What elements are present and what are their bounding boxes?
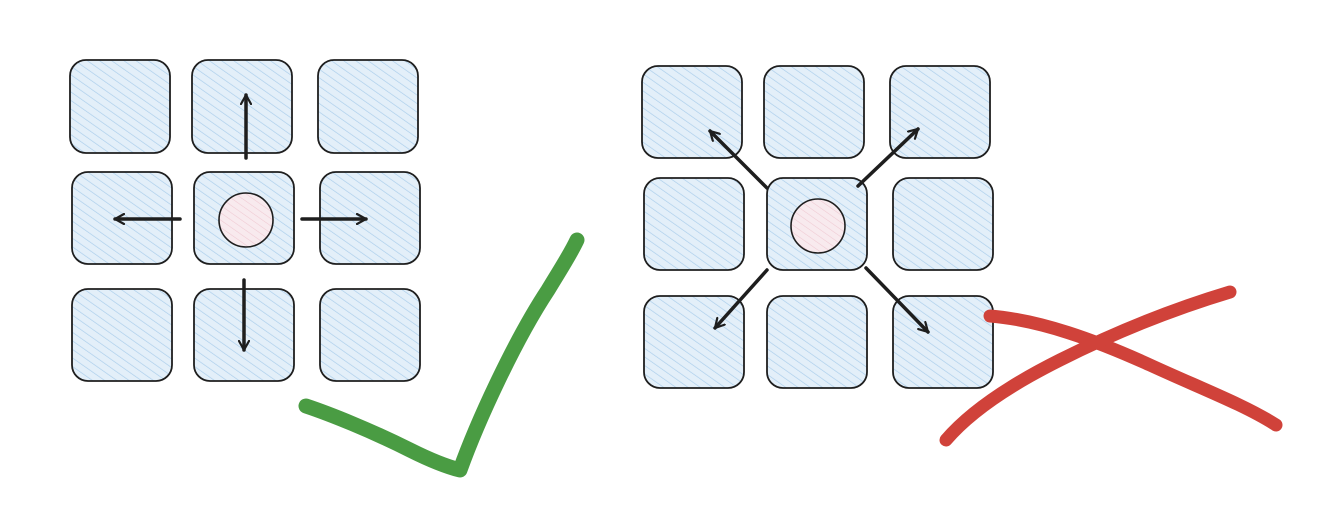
arrow-down-left xyxy=(713,268,769,330)
center-marker xyxy=(218,192,274,248)
grid-tile xyxy=(892,177,994,271)
grid-tile xyxy=(191,59,293,154)
arrow-down-right xyxy=(864,266,930,334)
grid-tile xyxy=(317,59,419,154)
left-grid xyxy=(69,59,421,382)
grid-tile xyxy=(319,288,421,382)
arrow-up-left xyxy=(708,129,769,190)
cross-stroke xyxy=(983,309,1283,432)
grid-tile xyxy=(889,65,991,159)
grid-tile xyxy=(763,65,865,159)
arrow-up-right xyxy=(856,127,920,188)
grid-tile xyxy=(71,288,173,382)
right-grid xyxy=(641,65,994,389)
grid-tile xyxy=(892,295,994,389)
grid-tile xyxy=(766,295,868,389)
cross-icon xyxy=(939,285,1283,447)
grid-tile xyxy=(641,65,743,159)
grid-tile xyxy=(69,59,171,154)
center-marker xyxy=(790,198,846,254)
check-icon xyxy=(298,232,585,478)
grid-tile xyxy=(643,177,745,271)
cross-stroke xyxy=(939,285,1237,447)
